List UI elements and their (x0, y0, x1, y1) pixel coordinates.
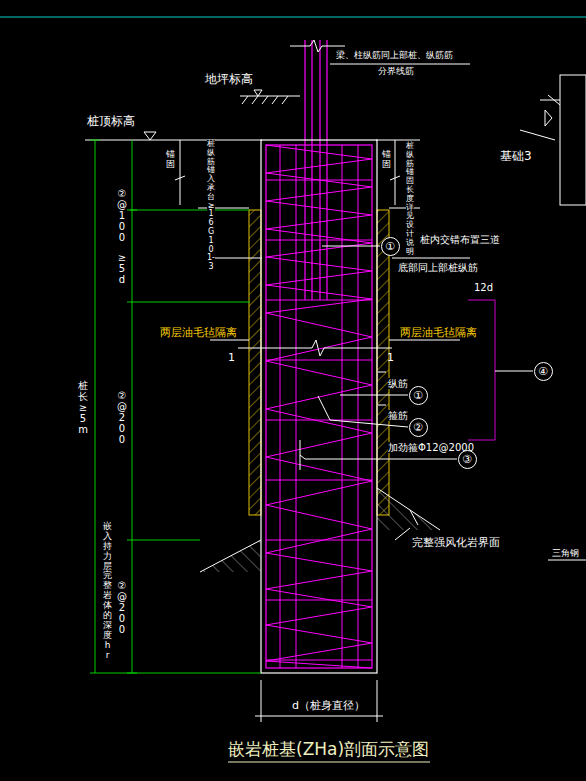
callout-circle: ④ (534, 362, 553, 381)
callout-circle: ① (381, 237, 400, 256)
callout-circle: ① (409, 386, 428, 405)
callout-number: ④ (538, 365, 548, 378)
drawing-title: 嵌岩桩基(ZHa)剖面示意图 (228, 738, 429, 761)
note-label: 底部同上部桩纵筋 (398, 262, 478, 273)
note-label: 1 (228, 352, 235, 364)
note-label: 箍筋 (388, 410, 408, 421)
note-label: 两层油毛毡隔离 (160, 327, 237, 339)
vertical-note: ②@100 (117, 188, 127, 243)
vertical-note: 桩纵筋锚固长度详见设计说明 (406, 142, 414, 256)
note-label: d（桩身直径） (292, 700, 365, 712)
note-label: 完整强风化岩界面 (412, 537, 500, 549)
note-label: 分界线筋 (378, 67, 414, 77)
callout-number: ③ (462, 453, 472, 466)
callout-number: ① (385, 240, 395, 253)
vertical-note: 桩长≥5m (78, 380, 88, 435)
vertical-note: 桩纵筋锚入承台≥16G101-3 (207, 140, 215, 272)
note-label: 三角钢 (552, 549, 579, 559)
callout-number: ② (413, 421, 423, 434)
note-label: 地坪标高 (205, 73, 253, 86)
note-label: 梁、柱纵筋同上部桩、纵筋筋 (336, 51, 453, 61)
note-label: 纵筋 (388, 378, 408, 389)
vertical-note: ②@200 (117, 580, 127, 635)
vertical-note: ≥5d (117, 252, 127, 285)
note-label: 12d (474, 282, 493, 293)
callout-circle: ③ (458, 450, 477, 469)
note-label: 桩顶标高 (87, 115, 135, 128)
vertical-note: 嵌入持力层完整岩体的深度hr (103, 522, 112, 660)
note-label: 两层油毛毡隔离 (400, 327, 477, 339)
note-label: 桩内交错布置三道 (420, 234, 500, 245)
vertical-note: 锚固 (382, 150, 391, 170)
vertical-note: 锚固 (166, 150, 175, 170)
note-label: 基础3 (500, 150, 532, 163)
vertical-note: ②@200 (117, 390, 127, 445)
note-label: 1 (387, 352, 394, 364)
callout-circle: ② (409, 418, 428, 437)
callout-number: ① (413, 389, 423, 402)
